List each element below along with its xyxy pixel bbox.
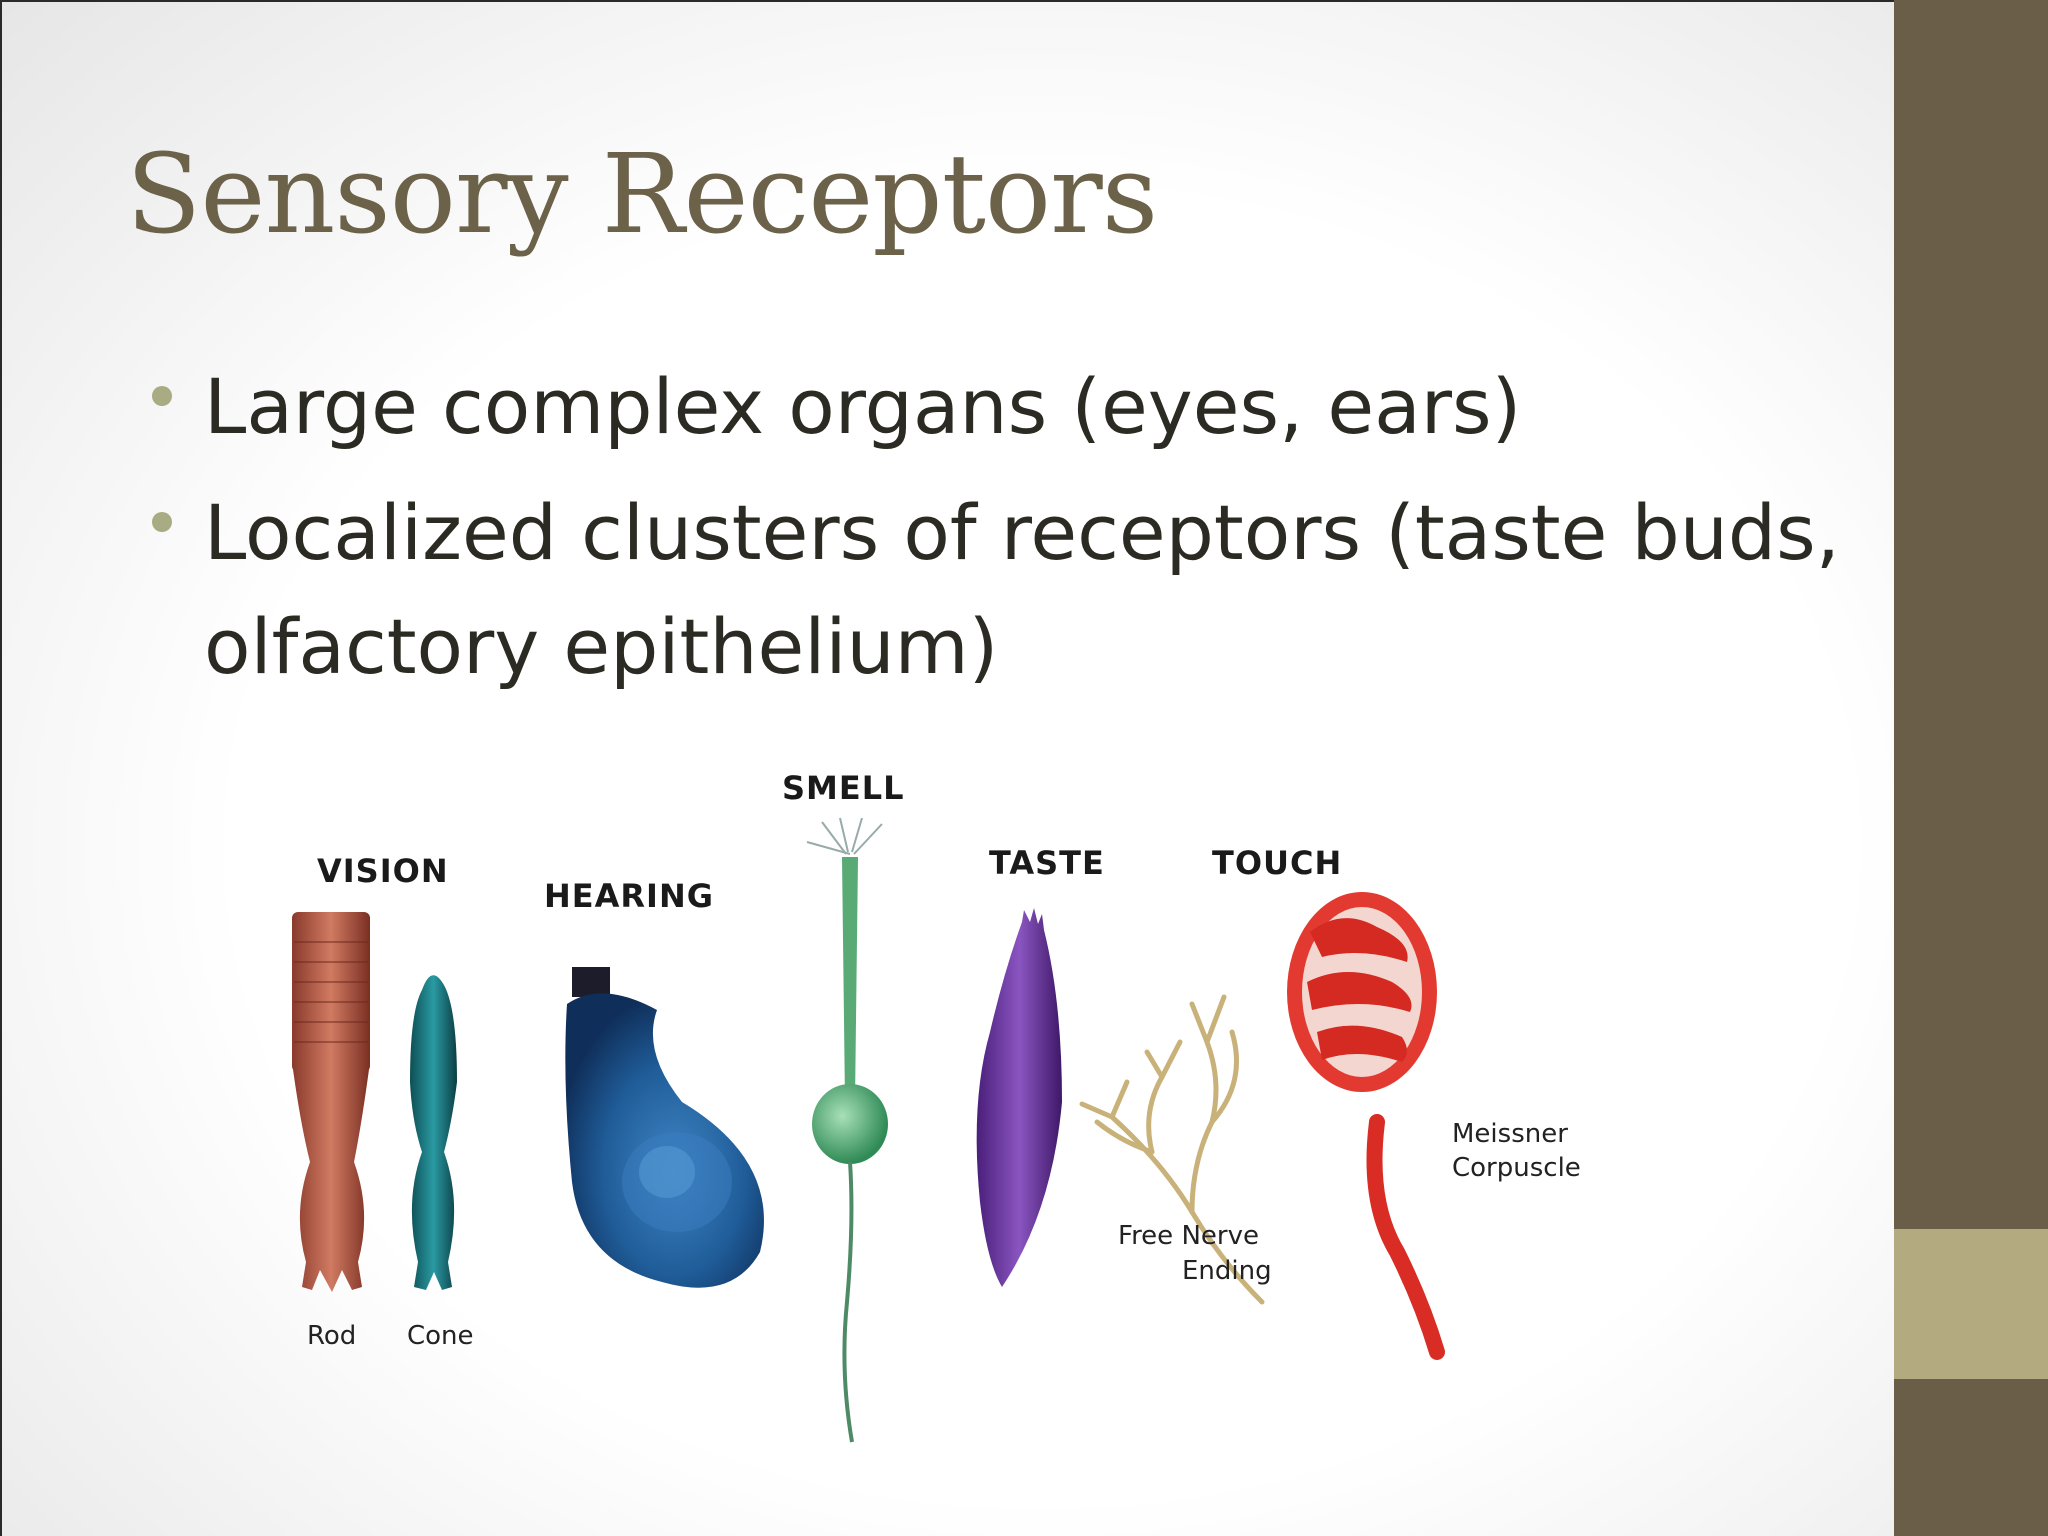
bullet-item: Localized clusters of receptors (taste b… <box>152 476 1852 704</box>
bullet-list: Large complex organs (eyes, ears) Locali… <box>152 350 1852 716</box>
taste-cell-icon <box>976 908 1062 1287</box>
meissner-corpuscle-icon <box>1287 892 1445 1360</box>
slide-title: Sensory Receptors <box>126 130 1158 258</box>
heading-touch: TOUCH <box>1212 844 1342 882</box>
label-meissner-line2: Corpuscle <box>1452 1153 1581 1183</box>
bullet-dot-icon <box>152 386 172 406</box>
bullet-item: Large complex organs (eyes, ears) <box>152 350 1852 464</box>
bullet-text: Localized clusters of receptors (taste b… <box>204 488 1840 691</box>
heading-hearing: HEARING <box>544 877 714 915</box>
slide-canvas: Sensory Receptors Large complex organs (… <box>0 0 1894 1536</box>
heading-vision: VISION <box>317 852 449 890</box>
label-rod: Rod <box>307 1321 356 1351</box>
heading-smell: SMELL <box>782 769 905 807</box>
label-free-nerve-line2: Ending <box>1182 1256 1272 1286</box>
heading-taste: TASTE <box>989 844 1105 882</box>
bullet-text: Large complex organs (eyes, ears) <box>204 362 1522 451</box>
cone-cell-icon <box>410 975 457 1290</box>
rod-cell-icon <box>292 912 370 1292</box>
free-nerve-ending-icon <box>1079 994 1265 1305</box>
label-cone: Cone <box>407 1321 474 1351</box>
hair-cell-icon <box>565 967 764 1288</box>
olfactory-neuron-icon <box>806 817 888 1443</box>
label-free-nerve-line1: Free Nerve <box>1118 1221 1259 1251</box>
side-decor-accent <box>1894 1229 2048 1379</box>
label-meissner-line1: Meissner <box>1452 1119 1568 1149</box>
bullet-dot-icon <box>152 512 172 532</box>
receptor-illustration: VISION HEARING SMELL TASTE TOUCH <box>262 742 1642 1462</box>
